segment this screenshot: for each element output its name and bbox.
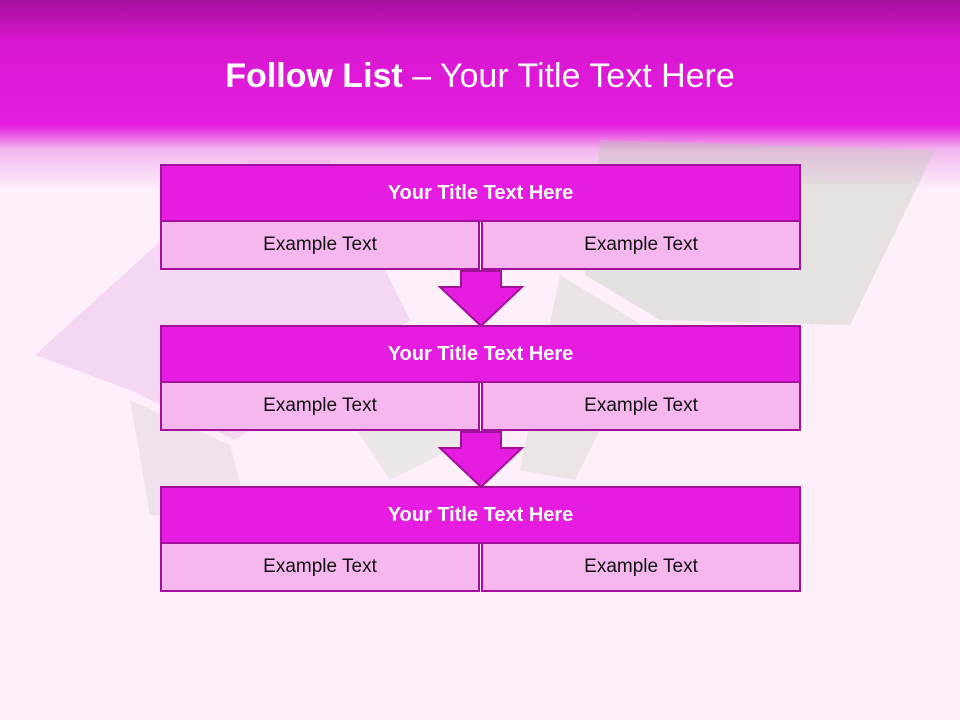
down-arrow-icon	[437, 270, 525, 328]
title-rest: – Your Title Text Here	[402, 57, 735, 95]
down-arrow-icon	[437, 431, 525, 489]
row-cell-left: Example Text	[160, 542, 480, 592]
row-title: Your Title Text Here	[160, 325, 801, 383]
title-bold: Follow List	[225, 57, 403, 95]
row-cell-left: Example Text	[160, 381, 480, 431]
row-title: Your Title Text Here	[160, 486, 801, 544]
row-cell-right: Example Text	[481, 381, 801, 431]
slide-title: Follow List – Your Title Text Here	[0, 52, 960, 100]
row-cell-right: Example Text	[481, 542, 801, 592]
row-title: Your Title Text Here	[160, 164, 801, 222]
header-band	[0, 0, 960, 190]
row-cell-left: Example Text	[160, 220, 480, 270]
row-cell-right: Example Text	[481, 220, 801, 270]
